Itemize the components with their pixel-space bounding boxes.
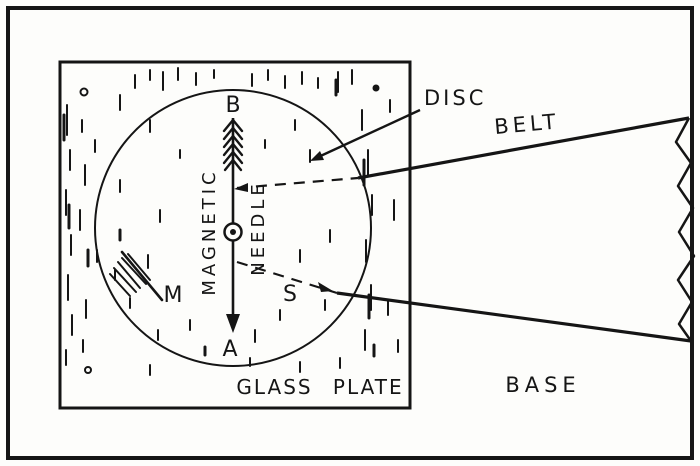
label-belt: BELT (493, 109, 560, 139)
feather-quill (109, 250, 164, 302)
belt-dashed-top (236, 176, 359, 190)
plate-corner-marks (79, 84, 380, 374)
needle-pivot-dot (230, 229, 236, 235)
label-magnetic: MAGNETIC (199, 168, 220, 295)
label-b: B (225, 93, 240, 118)
disc-leader-arrow (310, 108, 421, 161)
label-m: M (164, 283, 183, 308)
glass-plate (58, 60, 412, 410)
label-disc: DISC (424, 86, 486, 110)
belt-line-top (357, 116, 690, 180)
belt-dashed-top-arrowhead (234, 183, 248, 192)
belt-dashed-bottom-arrowhead (318, 282, 333, 292)
disc-circle (94, 89, 372, 367)
outer-frame (6, 6, 694, 460)
belt-torn-edge (674, 117, 696, 342)
label-glass-plate: GLASS PLATE (236, 375, 403, 399)
needle-fletching (222, 118, 244, 172)
needle-arrowhead (226, 314, 240, 333)
label-base: BASE (505, 373, 580, 397)
label-a: A (222, 337, 237, 362)
belt-line-bottom (336, 291, 692, 343)
magnetic-needle (222, 118, 244, 333)
label-needle: NEEDLE (248, 180, 269, 275)
label-s: S (283, 282, 297, 307)
